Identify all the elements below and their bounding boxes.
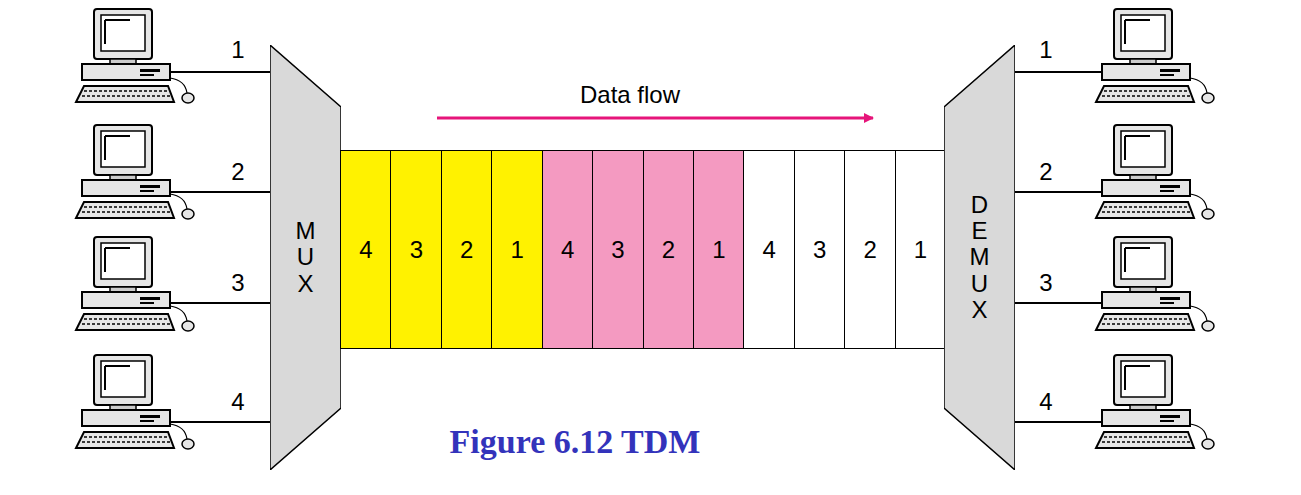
- flow-arrow: [437, 117, 873, 120]
- computer: [1096, 125, 1214, 219]
- slot-number: 3: [813, 236, 826, 264]
- slot-number: 1: [511, 236, 524, 264]
- time-slot: 4: [340, 150, 392, 349]
- time-slot: 2: [441, 150, 493, 349]
- slot-number: 2: [662, 236, 675, 264]
- time-slot: 1: [895, 150, 947, 349]
- figure-caption: Figure 6.12 TDM: [450, 423, 701, 461]
- line-number: 4: [231, 388, 244, 416]
- slot-number: 4: [561, 236, 574, 264]
- time-slot: 4: [542, 150, 594, 349]
- time-slot: 1: [491, 150, 543, 349]
- slot-number: 2: [863, 236, 876, 264]
- slot-number: 1: [914, 236, 927, 264]
- line-number: 3: [231, 269, 244, 297]
- demultiplexer: DEMUX: [944, 45, 1015, 470]
- slot-number: 4: [359, 236, 372, 264]
- device-label: DEMUX: [968, 192, 992, 324]
- time-slot: 2: [643, 150, 695, 349]
- slot-number: 3: [611, 236, 624, 264]
- multiplexer: MUX: [270, 45, 341, 470]
- flow-label: Data flow: [580, 81, 680, 109]
- time-slot: 3: [592, 150, 644, 349]
- computer: [76, 125, 194, 219]
- line-number: 1: [1039, 36, 1052, 64]
- computer: [76, 237, 194, 331]
- computer: [1096, 9, 1214, 103]
- computer: [1096, 355, 1214, 449]
- time-slot: 2: [844, 150, 896, 349]
- line-number: 2: [1039, 158, 1052, 186]
- computer: [76, 9, 194, 103]
- slot-number: 2: [460, 236, 473, 264]
- line-number: 1: [231, 36, 244, 64]
- line-number: 3: [1039, 269, 1052, 297]
- slot-number: 4: [763, 236, 776, 264]
- device-label: MUX: [294, 218, 318, 297]
- line-number: 2: [231, 158, 244, 186]
- computer: [76, 355, 194, 449]
- time-slot: 3: [794, 150, 846, 349]
- time-slot: 4: [743, 150, 795, 349]
- computer: [1096, 237, 1214, 331]
- time-slot: 1: [693, 150, 745, 349]
- line-number: 4: [1039, 388, 1052, 416]
- slot-number: 3: [410, 236, 423, 264]
- slot-number: 1: [712, 236, 725, 264]
- time-slot: 3: [390, 150, 442, 349]
